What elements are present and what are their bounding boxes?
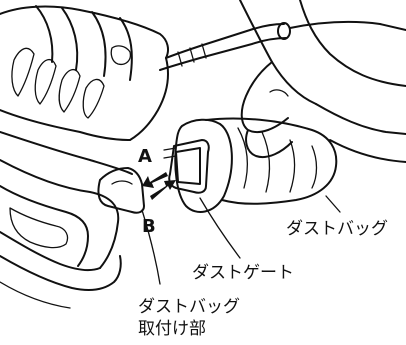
hand bbox=[239, 0, 406, 163]
dust-bag bbox=[174, 117, 338, 213]
sanding-base bbox=[0, 159, 122, 309]
leader-lines bbox=[141, 195, 341, 285]
label-mount-line2: 取付け部 bbox=[138, 319, 206, 339]
direction-arrows bbox=[142, 172, 176, 200]
label-dust-bag: ダストバッグ bbox=[286, 219, 388, 239]
label-b: B bbox=[142, 216, 156, 237]
power-cord bbox=[159, 20, 406, 71]
label-a: A bbox=[138, 146, 152, 167]
dust-bag-mount bbox=[97, 167, 145, 214]
arrow-a-icon bbox=[142, 172, 168, 188]
label-dust-gate: ダストゲート bbox=[192, 263, 294, 283]
arrow-b-icon bbox=[150, 180, 176, 200]
sander-body bbox=[0, 5, 169, 175]
label-mount-line1: ダストバッグ bbox=[138, 297, 240, 317]
